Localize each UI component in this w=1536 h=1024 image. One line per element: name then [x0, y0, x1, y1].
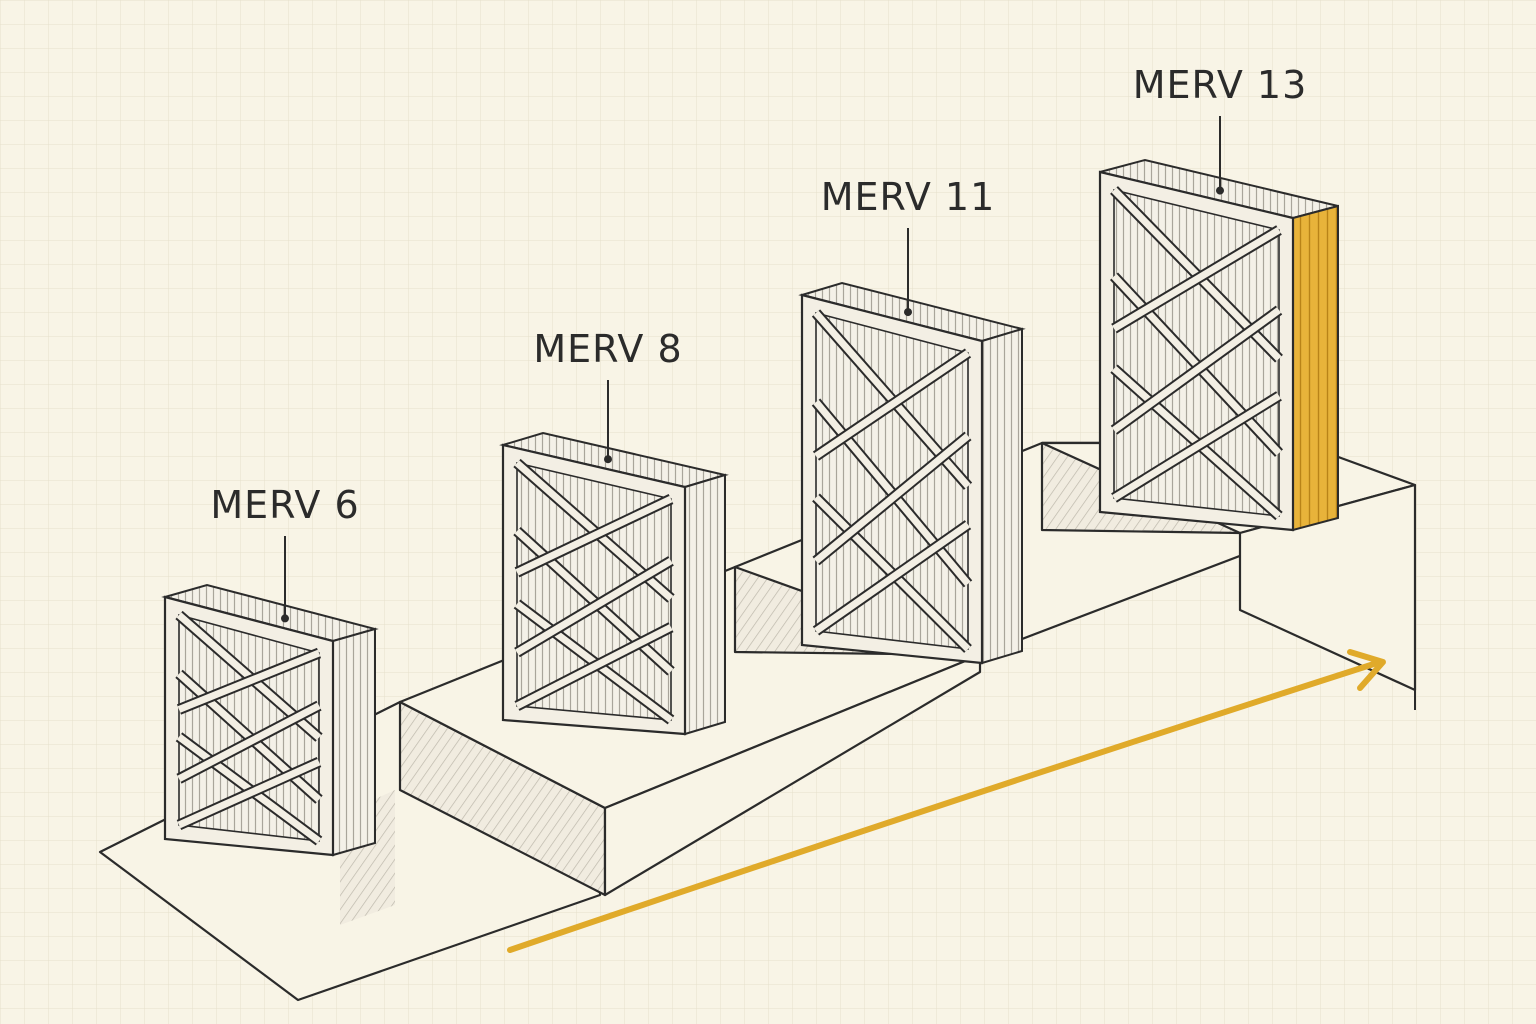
filter-1: MERV 6	[161, 483, 379, 857]
filter-support-grid	[175, 610, 323, 846]
filter-3: MERV 11	[798, 175, 1026, 665]
leader-dot	[904, 308, 912, 317]
filter-side-edge	[684, 473, 726, 736]
filter-support-grid	[513, 458, 675, 725]
leader-dot	[604, 455, 612, 464]
filter-2: MERV 8	[499, 327, 729, 736]
filter-label-3: MERV 11	[821, 175, 996, 219]
arrow-right-icon	[507, 649, 1386, 953]
step-2-front	[603, 653, 982, 897]
filter-label-2: MERV 8	[533, 327, 682, 371]
filter-support-grid	[1109, 186, 1284, 521]
filters-group: MERV 6 MERV 8 MERV 11 MERV 13	[161, 63, 1339, 857]
filter-support-grid	[811, 309, 973, 653]
leader-dot	[1216, 186, 1224, 195]
filter-side-edge	[1292, 204, 1339, 532]
filter-label-4: MERV 13	[1133, 63, 1308, 107]
filter-label-1: MERV 6	[210, 483, 359, 527]
filter-media	[178, 613, 320, 842]
filter-media	[516, 461, 672, 721]
filter-side-edge	[981, 327, 1023, 665]
filter-side-edge	[332, 627, 376, 857]
filter-4: MERV 13	[1098, 63, 1339, 532]
leader-dot	[281, 614, 289, 623]
